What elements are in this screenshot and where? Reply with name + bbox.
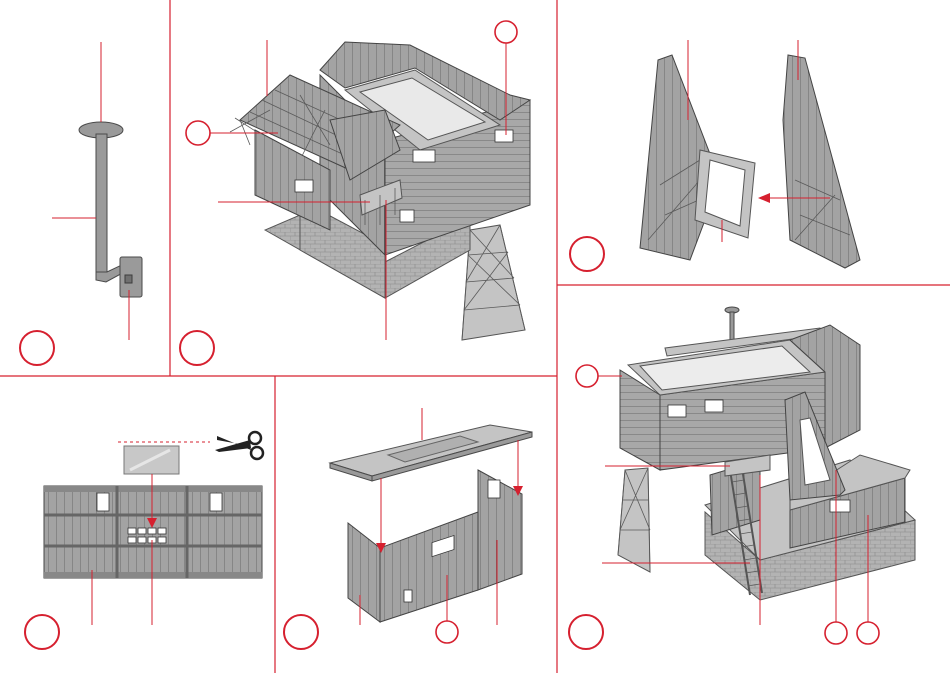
arrow-icon [758,193,770,203]
wall-panel [44,486,262,578]
step-upper-house [180,21,530,365]
gable-right [783,55,860,268]
callout-circle [186,121,210,145]
door-frame [695,150,755,238]
step-number-circle [569,615,603,649]
step-final-assembly [569,307,915,649]
callout-circle [436,621,458,643]
callout-circle [576,365,598,387]
final-trestle [618,468,650,572]
lamp-post-part [79,122,142,297]
roof-panel [330,425,532,481]
step-number-circle [180,331,214,365]
scissors-icon [215,432,263,459]
wall-section [348,470,522,622]
lamp-post-leaders [52,42,129,340]
step-number-circle [284,615,318,649]
callout-circle [495,21,517,43]
step-lamp-post [20,42,142,365]
step-number-circle [570,237,604,271]
step-window-glazing [25,432,263,649]
trestle-support [462,225,525,340]
glazing-sheet [124,446,179,474]
step-gable-door-frame [570,40,860,271]
step-number-circle [25,615,59,649]
callout-circle [825,622,847,644]
step-number-circle [20,331,54,365]
callout-circle [857,622,879,644]
final-lamp-post [725,307,739,342]
step-roof-panel-walls [284,408,532,649]
